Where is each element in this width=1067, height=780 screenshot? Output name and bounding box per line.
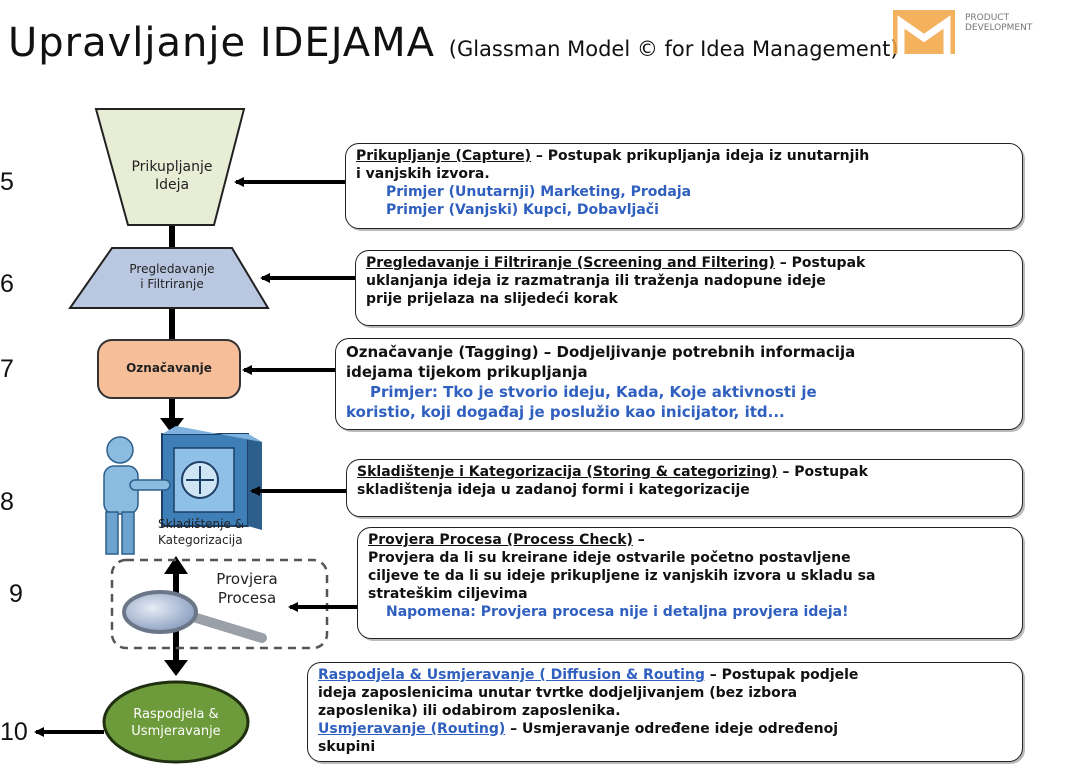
product-development-logo — [893, 10, 955, 54]
step-number-6: 6 — [0, 270, 14, 298]
step-number-10: 10 — [0, 718, 28, 746]
desc-capture-example1: Primjer (Unutarnji) Marketing, Prodaja — [386, 184, 692, 200]
arrowhead-9-10 — [164, 660, 188, 676]
desc-capture-text2: i vanjskih izvora. — [356, 166, 490, 182]
desc-process-check-text4: strateškim ciljevima — [368, 586, 528, 602]
desc-capture-title: Prikupljanje (Capture) — [356, 148, 532, 164]
storage-label-line2: Kategorizacija — [158, 533, 243, 547]
screening-trapezoid — [68, 247, 270, 309]
desc-tagging: Označavanje (Tagging) – Dodjeljivanje po… — [335, 338, 1023, 430]
desc-routing-title: Raspodjela & Usmjeravanje ( Diffusion & … — [318, 667, 705, 683]
logo-text: PRODUCT DEVELOPMENT — [965, 13, 1033, 33]
storage-label: Skladištenje & Kategorizacija — [158, 516, 278, 548]
desc-capture-example2: Primjer (Vanjski) Kupci, Dobavljači — [386, 202, 659, 218]
process-check-label-line2: Procesa — [217, 589, 277, 607]
step-number-9: 9 — [9, 580, 23, 608]
desc-capture-text1: – Postupak prikupljanja ideja iz unutarn… — [531, 148, 870, 164]
capture-label: Prikupljanje Ideja — [108, 158, 236, 194]
routing-label-line2: Usmjeravanje — [131, 724, 221, 739]
desc-tagging-example1: Primjer: Tko je stvorio ideju, Kada, Koj… — [370, 383, 817, 401]
tagging-label: Označavanje — [126, 361, 212, 375]
process-check-box — [110, 558, 329, 650]
desc-process-check-text3: ciljeve te da li su ideje prikupljene iz… — [368, 568, 876, 584]
screening-label: Pregledavanje i Filtriranje — [100, 262, 244, 292]
capture-label-line2: Ideja — [154, 177, 190, 193]
desc-screening-text1: – Postupak — [774, 255, 866, 271]
desc-storage: Skladištenje i Kategorizacija (Storing &… — [346, 459, 1023, 517]
desc-storage-title: Skladištenje i Kategorizacija (Storing &… — [357, 464, 778, 480]
screening-label-line1: Pregledavanje — [129, 262, 215, 276]
desc-routing: Raspodjela & Usmjeravanje ( Diffusion & … — [307, 662, 1023, 762]
step-number-7: 7 — [0, 355, 14, 383]
routing-label: Raspodjela & Usmjeravanje — [106, 706, 246, 740]
desc-process-check: Provjera Procesa (Process Check) – Provj… — [357, 527, 1023, 639]
desc-tagging-text1: – Dodjeljivanje potrebnih informacija — [538, 343, 856, 361]
desc-tagging-title: Označavanje (Tagging) — [346, 343, 539, 361]
desc-screening: Pregledavanje i Filtriranje (Screening a… — [355, 250, 1023, 326]
arrowhead-7-8 — [160, 418, 184, 434]
desc-routing-text4: – Usmjeravanje određene ideje određenoj — [505, 721, 839, 737]
desc-process-check-note: Napomena: Provjera procesa nije i detalj… — [386, 604, 849, 620]
storage-label-line1: Skladištenje & — [158, 517, 245, 531]
desc-routing-text2: ideja zaposlenicima unutar tvrtke dodjel… — [318, 685, 798, 701]
title-subtitle: (Glassman Model © for Idea Management) — [448, 37, 899, 61]
desc-screening-title: Pregledavanje i Filtriranje (Screening a… — [366, 255, 775, 271]
magnifier-icon — [122, 590, 267, 643]
screening-label-line2: i Filtriranje — [140, 277, 204, 291]
arrowhead-9-8 — [164, 556, 188, 574]
capture-label-line1: Prikupljanje — [131, 159, 213, 175]
tagging-box — [97, 339, 241, 399]
desc-process-check-text2: Provjera da li su kreirane ideje ostvari… — [368, 550, 851, 566]
desc-routing-text5: skupini — [318, 739, 376, 755]
desc-screening-text2: uklanjanja ideja iz razmatranja ili traž… — [366, 273, 826, 289]
page-title: Upravljanje IDEJAMA (Glassman Model © fo… — [8, 20, 899, 66]
desc-process-check-title: Provjera Procesa (Process Check) — [368, 532, 633, 548]
routing-label-line1: Raspodjela & — [133, 707, 219, 722]
desc-routing-text3: zaposlenika) ili odabirom zaposlenika. — [318, 703, 621, 719]
desc-storage-text2: skladištenja ideja u zadanoj formi i kat… — [357, 482, 750, 498]
routing-ellipse — [102, 680, 250, 764]
desc-routing-title2: Usmjeravanje (Routing) — [318, 721, 506, 737]
desc-capture: Prikupljanje (Capture) – Postupak prikup… — [345, 143, 1023, 229]
desc-process-check-text1: – — [632, 532, 645, 548]
desc-tagging-text2: idejama tijekom prikupljanja — [346, 363, 588, 381]
desc-routing-text1: – Postupak podjele — [704, 667, 859, 683]
storage-illustration — [103, 426, 262, 555]
step-number-8: 8 — [0, 488, 14, 516]
desc-screening-text3: prije prijelaza na slijedeći korak — [366, 291, 618, 307]
process-check-label: Provjera Procesa — [202, 570, 292, 608]
desc-storage-text1: – Postupak — [777, 464, 868, 480]
process-check-label-line1: Provjera — [216, 570, 278, 588]
title-main: Upravljanje IDEJAMA — [8, 20, 436, 66]
desc-tagging-example2: koristio, koji događaj je poslužio kao i… — [346, 403, 785, 421]
capture-trapezoid — [94, 108, 246, 226]
step-number-5: 5 — [0, 168, 14, 196]
